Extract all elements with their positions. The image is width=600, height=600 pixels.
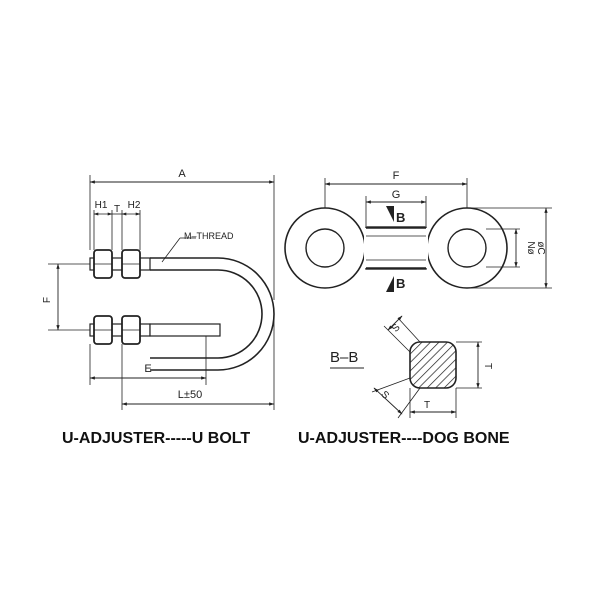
section-arrow-top (386, 206, 394, 222)
section-b-b-drawing: B–B T T S S (330, 315, 493, 419)
label-t-right: T (482, 363, 493, 369)
dog-bone-left-hole (305, 228, 345, 268)
dog-bone-right-hole (447, 228, 487, 268)
label-t-bottom: T (424, 400, 430, 411)
u-bolt-body (150, 257, 275, 371)
label-s-top: S (390, 322, 403, 335)
label-a: A (178, 168, 186, 180)
caption-u-bolt: U-ADJUSTER-----U BOLT (62, 430, 250, 447)
label-t: T (114, 204, 120, 215)
section-arrow-bottom (386, 276, 394, 292)
section-profile (409, 341, 457, 389)
section-title: B–B (330, 349, 358, 366)
u-bolt-body-inner (150, 269, 263, 359)
label-g: G (392, 189, 401, 201)
label-m-thread: M–THREAD (184, 231, 234, 241)
section-mark-bottom: B (396, 276, 405, 291)
u-bolt-drawing: A H1 T H2 M–THREAD F E L±50 (42, 168, 275, 410)
section-mark-top: B (396, 210, 405, 225)
label-e: E (144, 363, 151, 375)
label-h2: H2 (128, 200, 141, 211)
label-l: L±50 (178, 389, 202, 401)
label-f-ubolt: F (42, 297, 53, 303)
caption-dog-bone: U-ADJUSTER----DOG BONE (298, 430, 510, 447)
label-c: øC (535, 241, 546, 254)
dog-bone-drawing: B B F G Nø øC (284, 170, 552, 292)
label-s-bottom: S (378, 389, 391, 402)
label-n: Nø (525, 241, 536, 254)
label-h1: H1 (95, 200, 108, 211)
label-f-dogbone: F (393, 170, 400, 182)
